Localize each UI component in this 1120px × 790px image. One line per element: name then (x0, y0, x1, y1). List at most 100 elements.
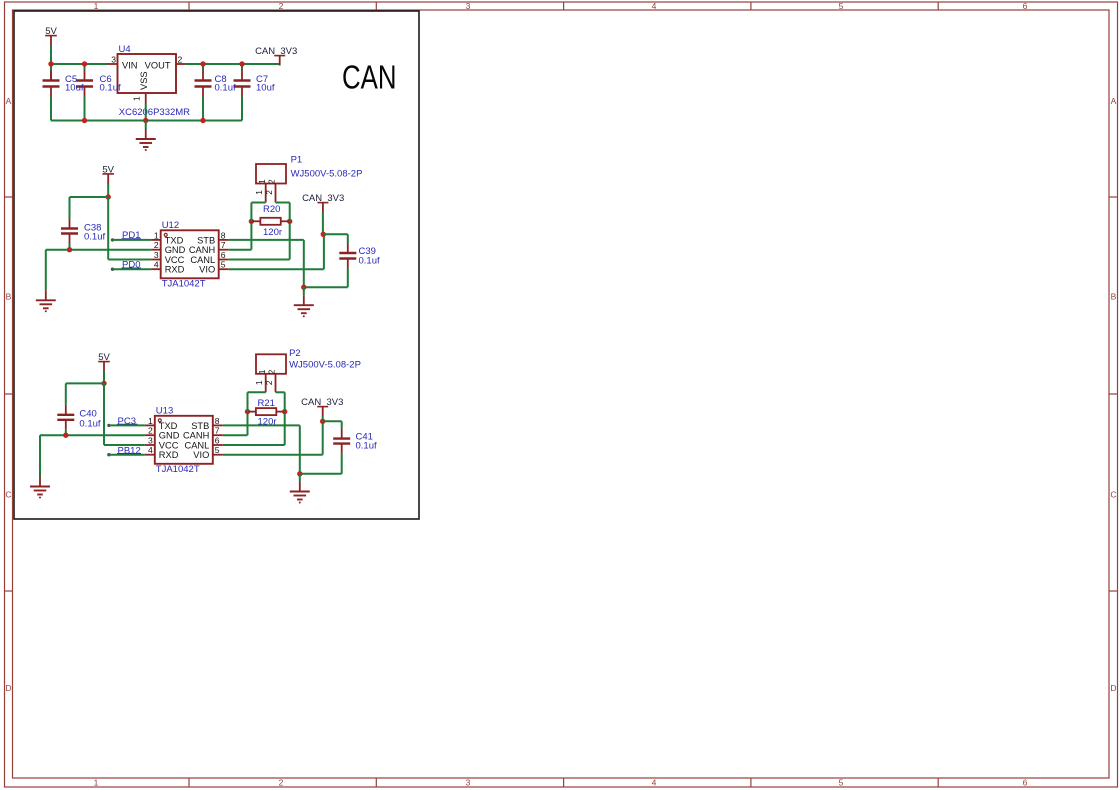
svg-text:PB12: PB12 (118, 446, 141, 457)
svg-text:4: 4 (148, 445, 153, 455)
svg-text:10uf: 10uf (256, 83, 275, 94)
svg-text:C40: C40 (79, 409, 96, 420)
svg-text:VIN: VIN (122, 61, 138, 71)
svg-text:6: 6 (1023, 1, 1028, 11)
svg-text:120r: 120r (258, 416, 277, 427)
svg-text:2: 2 (264, 190, 274, 195)
svg-text:8: 8 (215, 416, 220, 426)
svg-text:5: 5 (839, 1, 844, 11)
svg-text:2: 2 (279, 778, 284, 788)
svg-text:PD1: PD1 (122, 230, 140, 241)
svg-text:3: 3 (466, 778, 471, 788)
svg-text:TJA1042T: TJA1042T (156, 464, 200, 475)
svg-text:1: 1 (132, 96, 142, 101)
svg-text:1: 1 (148, 416, 153, 426)
svg-text:RXD: RXD (159, 450, 179, 460)
svg-text:3: 3 (148, 435, 153, 445)
svg-text:B: B (1111, 292, 1117, 302)
svg-text:C38: C38 (84, 223, 101, 234)
svg-text:WJ500V-5.08-2P: WJ500V-5.08-2P (291, 168, 363, 179)
svg-text:C: C (5, 490, 11, 500)
svg-text:120r: 120r (263, 227, 282, 238)
svg-text:CANH: CANH (183, 431, 209, 441)
svg-text:CAN_3V3: CAN_3V3 (302, 193, 344, 204)
svg-text:D: D (1110, 683, 1116, 693)
svg-text:2: 2 (178, 55, 183, 65)
svg-text:PD0: PD0 (122, 260, 140, 271)
svg-text:VCC: VCC (159, 440, 179, 450)
svg-text:1: 1 (94, 778, 99, 788)
svg-text:0.1uf: 0.1uf (100, 83, 121, 94)
svg-text:1: 1 (258, 179, 267, 184)
svg-text:1: 1 (154, 230, 159, 240)
svg-text:CANL: CANL (190, 255, 215, 265)
svg-text:5V: 5V (45, 26, 57, 37)
svg-text:VOUT: VOUT (145, 61, 171, 71)
svg-text:U13: U13 (156, 405, 173, 416)
svg-text:2: 2 (264, 380, 274, 385)
svg-text:C: C (1110, 490, 1116, 500)
svg-text:4: 4 (154, 260, 159, 270)
svg-text:3: 3 (466, 1, 471, 11)
svg-text:R20: R20 (263, 204, 280, 215)
svg-text:5: 5 (839, 778, 844, 788)
svg-text:STB: STB (197, 235, 215, 245)
svg-text:1: 1 (254, 380, 264, 385)
svg-text:2: 2 (279, 1, 284, 11)
svg-text:0.1uf: 0.1uf (356, 441, 377, 452)
svg-text:CAN_3V3: CAN_3V3 (255, 46, 297, 57)
svg-text:XC6206P332MR: XC6206P332MR (119, 107, 190, 118)
svg-text:6: 6 (215, 435, 220, 445)
svg-text:C8: C8 (215, 74, 227, 85)
svg-text:1: 1 (94, 1, 99, 11)
svg-text:0.1uf: 0.1uf (84, 232, 105, 243)
svg-text:5: 5 (215, 445, 220, 455)
svg-text:P2: P2 (289, 348, 301, 359)
svg-text:U12: U12 (162, 220, 179, 231)
svg-text:CANH: CANH (189, 245, 215, 255)
svg-text:C6: C6 (100, 74, 112, 85)
svg-text:CAN_3V3: CAN_3V3 (301, 397, 343, 408)
svg-text:TXD: TXD (159, 421, 178, 431)
svg-text:6: 6 (1023, 778, 1028, 788)
svg-text:VIO: VIO (199, 265, 215, 275)
svg-text:GND: GND (165, 245, 186, 255)
svg-text:3: 3 (111, 55, 116, 65)
svg-text:0.1uf: 0.1uf (79, 419, 100, 430)
svg-text:2: 2 (154, 240, 159, 250)
svg-text:7: 7 (221, 240, 226, 250)
svg-text:R21: R21 (258, 398, 275, 409)
svg-text:10uf: 10uf (65, 83, 84, 94)
svg-text:TXD: TXD (165, 235, 184, 245)
svg-text:0.1uf: 0.1uf (215, 83, 236, 94)
svg-text:A: A (6, 96, 12, 106)
svg-text:CANL: CANL (184, 440, 209, 450)
svg-text:C41: C41 (356, 431, 373, 442)
svg-text:0.1uf: 0.1uf (359, 256, 380, 267)
svg-text:7: 7 (215, 426, 220, 436)
svg-text:B: B (6, 292, 12, 302)
svg-text:U4: U4 (119, 44, 131, 55)
svg-text:TJA1042T: TJA1042T (162, 278, 206, 289)
svg-text:GND: GND (159, 431, 180, 441)
svg-text:2: 2 (268, 369, 277, 374)
svg-text:RXD: RXD (165, 265, 185, 275)
svg-text:CAN: CAN (342, 59, 397, 96)
svg-text:5V: 5V (98, 352, 110, 363)
svg-text:6: 6 (221, 250, 226, 260)
svg-text:2: 2 (268, 179, 277, 184)
svg-text:VSS: VSS (139, 71, 149, 90)
svg-text:5V: 5V (102, 164, 114, 175)
svg-text:VIO: VIO (193, 450, 209, 460)
svg-text:3: 3 (154, 250, 159, 260)
svg-text:WJ500V-5.08-2P: WJ500V-5.08-2P (289, 360, 361, 371)
svg-text:D: D (5, 683, 11, 693)
svg-text:C5: C5 (65, 74, 77, 85)
svg-text:1: 1 (258, 369, 267, 374)
svg-text:8: 8 (221, 230, 226, 240)
svg-text:4: 4 (652, 1, 657, 11)
svg-text:1: 1 (254, 190, 264, 195)
svg-text:C7: C7 (256, 74, 268, 85)
svg-text:P1: P1 (291, 155, 303, 166)
svg-text:A: A (1111, 96, 1117, 106)
